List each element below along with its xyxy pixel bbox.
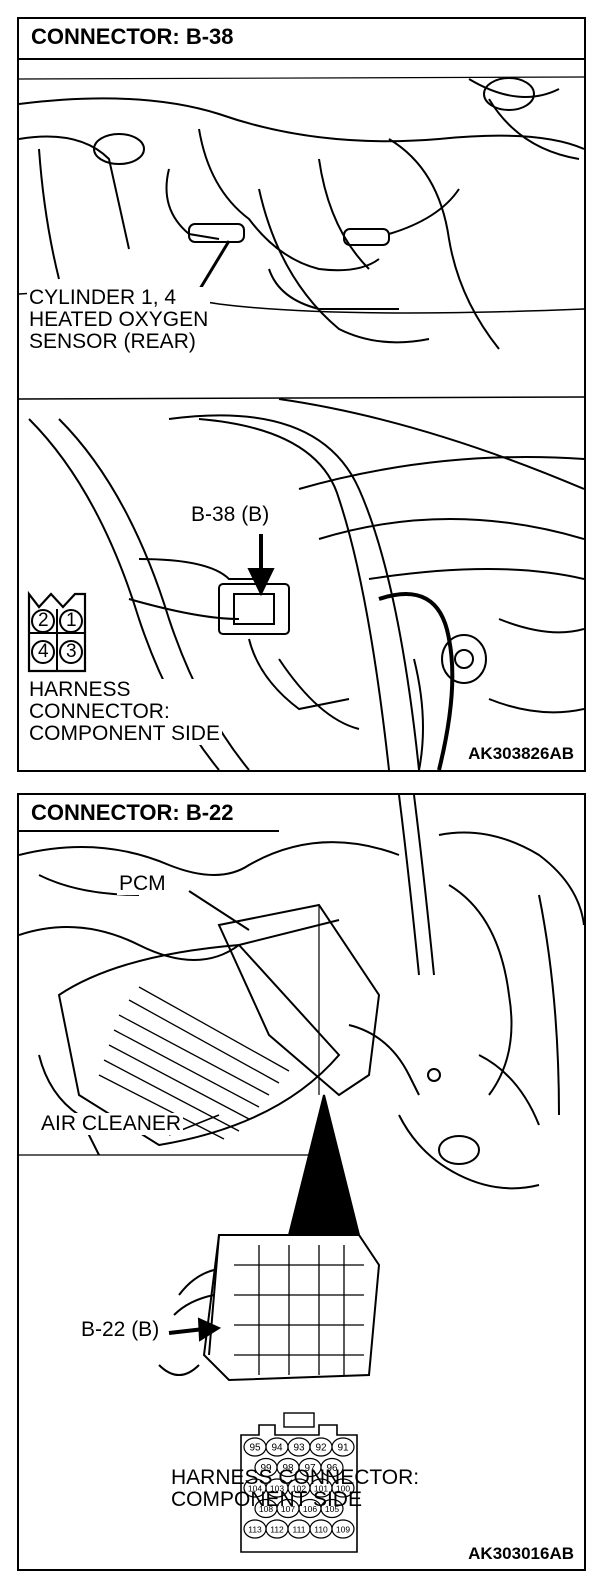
sensor-label-line-3: SENSOR (REAR)	[29, 330, 196, 354]
b22-harness-label-line-1: HARNESS CONNECTOR:	[171, 1466, 420, 1489]
b38-pin-4: 4	[38, 641, 49, 662]
b22-pin-number: 98	[282, 1463, 294, 1474]
connector-b22-panel: 95 94 93 92 91 99 98 97 96 104 103 102 101 100 108 107 1…	[17, 793, 586, 1571]
b22-pin-diagram	[240, 1412, 358, 1553]
air-cleaner-label: AIR CLEANER	[39, 1112, 184, 1136]
b38-connector-callout: B-38 (B)	[189, 503, 272, 527]
sensor-label: CYLINDER 1, 4 HEATED OXYGEN SENSOR (REAR…	[27, 286, 211, 354]
sensor-label-line-2: HEATED OXYGEN	[29, 308, 209, 332]
b22-panel-title: CONNECTOR: B-22	[29, 800, 236, 825]
b22-pin-number: 97	[304, 1463, 316, 1474]
b22-pin-number: 109	[336, 1525, 350, 1535]
b38-figure-code: AK303826AB	[466, 744, 576, 763]
engine-bay-illustration-b38	[19, 58, 584, 770]
b22-connector-callout: B-22 (B)	[79, 1318, 162, 1342]
b22-pin-number: 110	[314, 1525, 328, 1535]
b22-pin-number: 93	[293, 1443, 305, 1454]
b22-pin-number: 105	[325, 1504, 339, 1514]
b22-pin-grid: 95 94 93 92 91 99 98 97 96 104 103 102 101 100 108 107 1…	[243, 1437, 355, 1539]
connector-b38-panel: CONNECTOR: B-38 CYLINDER 1, 4 HEATED OXY…	[17, 17, 586, 772]
b38-pin-diagram	[27, 590, 87, 673]
b22-pin-number: 91	[337, 1443, 349, 1454]
b22-pin-number: 100	[336, 1484, 350, 1494]
b22-pin-number: 103	[270, 1484, 284, 1494]
b22-pin-number: 112	[270, 1525, 284, 1535]
b22-pin-number: 92	[315, 1443, 327, 1454]
b22-pin-number: 111	[293, 1525, 306, 1535]
sensor-label-line-1: CYLINDER 1, 4	[29, 286, 177, 309]
b38-harness-label-line-3: COMPONENT SIDE	[29, 722, 220, 746]
b22-pin-number: 113	[248, 1525, 262, 1535]
b22-pin-number: 107	[281, 1504, 295, 1514]
b22-harness-label-line-2: COMPONENT SIDE	[171, 1488, 362, 1512]
b22-pin-number: 94	[271, 1443, 283, 1454]
b22-figure-code: AK303016AB	[466, 1544, 576, 1563]
b22-harness-label: HARNESS CONNECTOR: COMPONENT SIDE	[171, 1466, 420, 1512]
b22-pin-circle	[320, 1498, 344, 1519]
b38-pin-2: 2	[38, 610, 49, 631]
b22-pin-circle	[331, 1437, 355, 1457]
b22-pin-circle	[331, 1478, 355, 1498]
b38-pin-3: 3	[66, 641, 77, 662]
b22-pin-number: 101	[314, 1484, 328, 1494]
b22-pin-number: 95	[249, 1443, 261, 1454]
b38-panel-title: CONNECTOR: B-38	[29, 24, 236, 49]
engine-bay-illustration-b22: 95 94 93 92 91 99 98 97 96 104 103 102 101 100 108 107 1…	[19, 795, 584, 1553]
b38-harness-label-line-2: CONNECTOR:	[29, 700, 170, 724]
b22-pin-number: 104	[248, 1484, 262, 1494]
b22-pin-number: 96	[326, 1463, 338, 1474]
pcm-label: PCM	[117, 872, 168, 896]
b22-pin-number: 106	[303, 1504, 317, 1514]
b22-pin-number: 99	[260, 1463, 272, 1474]
b22-pin-circle	[331, 1519, 355, 1539]
b22-pin-number: 102	[292, 1484, 306, 1494]
b22-pin-number: 108	[259, 1504, 273, 1514]
b38-pin-1: 1	[66, 610, 77, 631]
b38-harness-label-line-1: HARNESS	[29, 678, 131, 701]
b38-harness-label: HARNESS CONNECTOR: COMPONENT SIDE	[27, 678, 222, 746]
b22-pin-circle	[320, 1457, 344, 1478]
